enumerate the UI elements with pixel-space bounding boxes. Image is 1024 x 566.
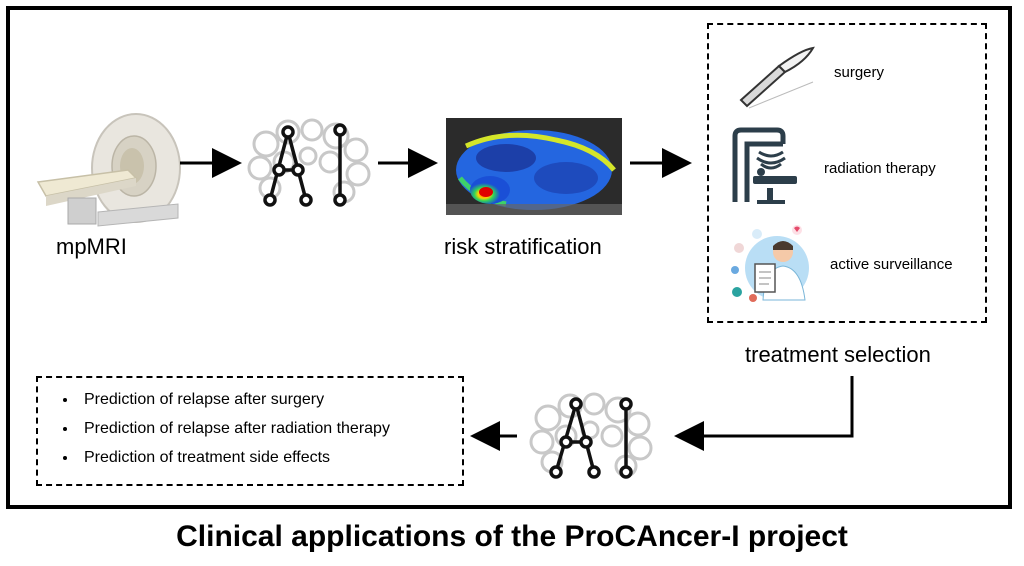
treatment-surgery-label: surgery — [834, 64, 885, 81]
ai-brain-icon — [529, 392, 653, 479]
mpmri-label: mpMRI — [56, 234, 127, 259]
prediction-item: Prediction of treatment side effects — [78, 443, 390, 472]
ai-brain-icon — [247, 118, 371, 207]
treatment-surveillance-label: active surveillance — [830, 256, 953, 273]
predictions-list: Prediction of relapse after surgery Pred… — [48, 385, 390, 472]
treatment-options-box — [707, 23, 987, 323]
treatment-radiation-label: radiation therapy — [824, 160, 936, 177]
arrow-treatment-to-ai — [674, 376, 854, 451]
mri-scanner-icon — [36, 113, 181, 227]
risk-stratification-label: risk stratification — [444, 234, 602, 259]
prediction-item: Prediction of relapse after radiation th… — [78, 414, 390, 443]
scalpel-icon — [739, 46, 815, 109]
predictions-box — [36, 376, 464, 486]
prostate-heatmap-image — [446, 118, 622, 215]
figure-title: Clinical applications of the ProCAncer-I… — [176, 520, 848, 553]
diagram-frame — [6, 6, 1012, 509]
doctor-clipboard-icon — [731, 225, 809, 302]
radiation-machine-icon — [732, 127, 797, 204]
prediction-item: Prediction of relapse after surgery — [78, 385, 390, 414]
treatment-selection-label: treatment selection — [745, 342, 931, 367]
